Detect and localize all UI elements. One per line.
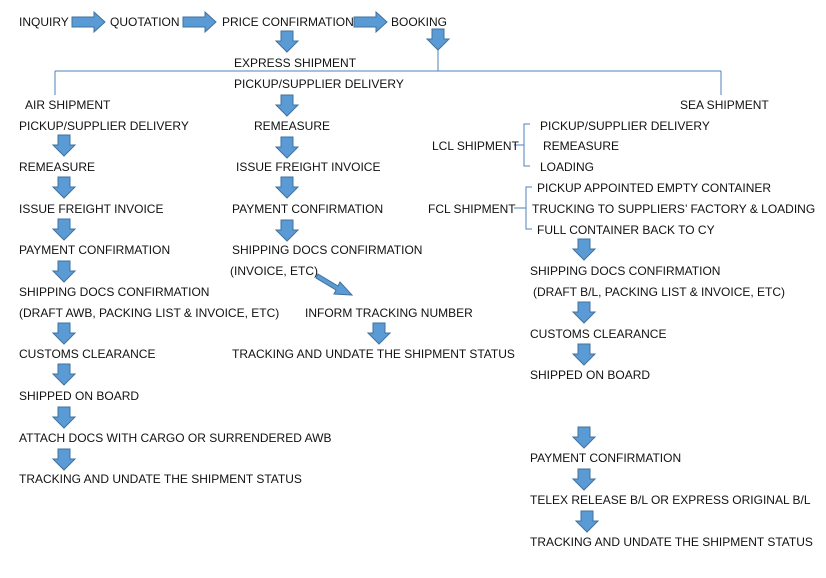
air-docs-detail: (DRAFT AWB, PACKING LIST & INVOICE, ETC) — [19, 306, 280, 320]
booking-step: BOOKING — [391, 15, 448, 29]
down-arrow-icon — [51, 322, 77, 345]
fcl-full-container: FULL CONTAINER BACK TO CY — [537, 223, 715, 237]
lcl-bracket — [514, 123, 530, 167]
lcl-remeasure: REMEASURE — [543, 139, 620, 153]
express-remeasure: REMEASURE — [254, 119, 331, 133]
inquiry-step: INQUIRY — [19, 15, 69, 29]
down-arrow-icon — [571, 238, 597, 261]
down-arrow-icon — [274, 219, 300, 242]
down-arrow-icon — [571, 426, 597, 449]
air-docs-confirmation: SHIPPING DOCS CONFIRMATION — [19, 285, 210, 299]
air-remeasure: REMEASURE — [19, 160, 96, 174]
down-arrow-icon — [571, 468, 597, 491]
air-customs: CUSTOMS CLEARANCE — [19, 347, 156, 361]
down-arrow-icon — [51, 134, 77, 157]
lcl-shipment-label: LCL SHIPMENT — [432, 139, 519, 153]
sea-shipment-title: SEA SHIPMENT — [680, 98, 769, 112]
lcl-pickup: PICKUP/SUPPLIER DELIVERY — [540, 119, 710, 133]
lcl-loading: LOADING — [540, 160, 595, 174]
fcl-trucking: TRUCKING TO SUPPLIERS’ FACTORY & LOADING — [532, 202, 816, 216]
sea-tracking: TRACKING AND UNDATE THE SHIPMENT STATUS — [530, 535, 813, 549]
air-tracking: TRACKING AND UNDATE THE SHIPMENT STATUS — [19, 472, 302, 486]
down-arrow-icon — [274, 30, 300, 53]
express-issue-invoice: ISSUE FREIGHT INVOICE — [236, 160, 381, 174]
price-confirmation-step: PRICE CONFIRMATION — [222, 15, 354, 29]
sea-payment: PAYMENT CONFIRMATION — [530, 451, 682, 465]
fcl-pickup-container: PICKUP APPOINTED EMPTY CONTAINER — [537, 181, 772, 195]
down-arrow-icon — [51, 448, 77, 471]
express-shipment-title: EXPRESS SHIPMENT — [234, 56, 357, 70]
right-arrow-icon — [353, 10, 388, 34]
sea-release: TELEX RELEASE B/L OR EXPRESS ORIGINAL B/… — [530, 493, 811, 507]
express-payment: PAYMENT CONFIRMATION — [232, 202, 384, 216]
quotation-step: QUOTATION — [110, 15, 180, 29]
down-arrow-icon — [51, 406, 77, 429]
fcl-shipment-label: FCL SHIPMENT — [428, 202, 516, 216]
down-arrow-icon — [274, 136, 300, 159]
down-arrow-icon — [425, 28, 451, 51]
down-arrow-icon — [51, 363, 77, 386]
down-arrow-icon — [51, 218, 77, 241]
diagonal-arrow-icon — [315, 273, 354, 296]
air-pickup: PICKUP/SUPPLIER DELIVERY — [19, 119, 189, 133]
down-arrow-icon — [274, 176, 300, 199]
down-arrow-icon — [571, 343, 597, 366]
express-docs-detail: (INVOICE, ETC) — [230, 264, 319, 278]
down-arrow-icon — [366, 322, 392, 345]
down-arrow-icon — [274, 94, 300, 117]
sea-customs: CUSTOMS CLEARANCE — [530, 327, 667, 341]
down-arrow-icon — [571, 301, 597, 324]
down-arrow-icon — [51, 176, 77, 199]
air-shipment-title: AIR SHIPMENT — [25, 98, 111, 112]
down-arrow-icon — [51, 260, 77, 283]
sea-docs-detail: (DRAFT B/L, PACKING LIST & INVOICE, ETC) — [533, 285, 786, 299]
air-shipped: SHIPPED ON BOARD — [19, 389, 140, 403]
air-attach-docs: ATTACH DOCS WITH CARGO OR SURRENDERED AW… — [19, 431, 332, 445]
express-inform-tracking: INFORM TRACKING NUMBER — [305, 306, 473, 320]
sea-shipped: SHIPPED ON BOARD — [530, 368, 651, 382]
air-issue-invoice: ISSUE FREIGHT INVOICE — [19, 202, 164, 216]
express-docs-confirmation: SHIPPING DOCS CONFIRMATION — [232, 243, 423, 257]
express-pickup: PICKUP/SUPPLIER DELIVERY — [234, 77, 404, 91]
right-arrow-icon — [71, 10, 106, 34]
down-arrow-icon — [574, 510, 600, 533]
fcl-bracket — [514, 186, 532, 230]
express-tracking: TRACKING AND UNDATE THE SHIPMENT STATUS — [232, 347, 515, 361]
sea-docs-confirmation: SHIPPING DOCS CONFIRMATION — [530, 264, 721, 278]
right-arrow-icon — [182, 10, 217, 34]
air-payment: PAYMENT CONFIRMATION — [19, 243, 171, 257]
